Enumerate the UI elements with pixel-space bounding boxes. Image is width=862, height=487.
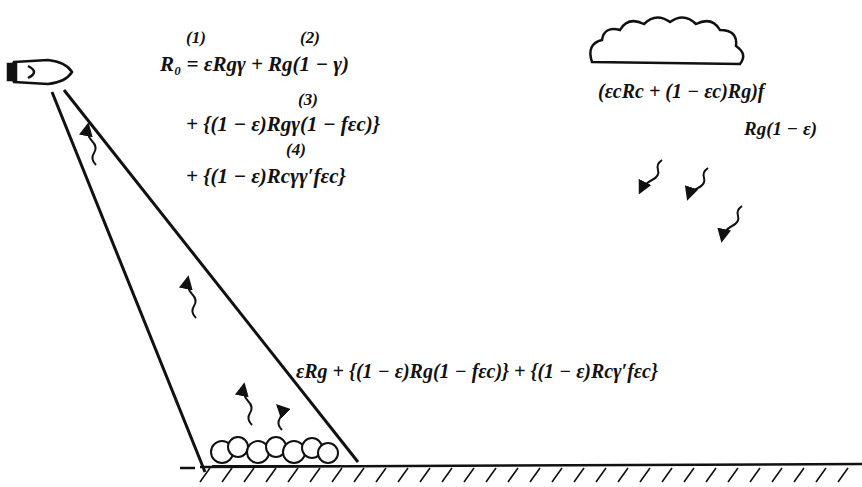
ground-hatch xyxy=(200,468,210,482)
sensor-platform xyxy=(8,60,72,84)
ground-hatch xyxy=(662,468,672,482)
cloud-radiance-label: (εcRc + (1 − εc)Rg)f xyxy=(598,80,765,103)
ground-hatch xyxy=(794,468,804,482)
equation-term: + {(1 − ε)Rgγ(1 − fεc)} xyxy=(186,112,380,137)
ground-hatch xyxy=(772,468,782,482)
ground-hatch xyxy=(574,468,584,482)
ground-hatch xyxy=(310,468,320,482)
ground-hatch xyxy=(332,468,342,482)
ground-hatch xyxy=(750,468,760,482)
ground-hatch xyxy=(552,468,562,482)
callout-number: (1) xyxy=(186,28,206,48)
ground-hatch xyxy=(816,468,826,482)
ground-hatch xyxy=(618,468,628,482)
ground-surface xyxy=(180,464,862,482)
ground-hatch xyxy=(486,468,496,482)
ground-hatch xyxy=(244,468,254,482)
ground-hatch xyxy=(508,468,518,482)
ground-hatch xyxy=(684,468,694,482)
equation-term: R₀ = εRgγ + Rg(1 − γ) xyxy=(160,52,349,77)
ground-hatch xyxy=(464,468,474,482)
equation-term: + {(1 − ε)Rcγγ′fεc} xyxy=(186,164,346,189)
ground-hatch xyxy=(222,468,232,482)
view-cone xyxy=(52,90,358,472)
vegetation xyxy=(211,437,340,466)
callout-number: (4) xyxy=(286,140,306,160)
ground-hatch xyxy=(398,468,408,482)
ground-hatch xyxy=(596,468,606,482)
callout-number: (3) xyxy=(298,90,318,110)
ground-hatch xyxy=(640,468,650,482)
sky-radiance-label: Rg(1 − ε) xyxy=(744,118,817,140)
ground-hatch xyxy=(376,468,386,482)
ground-hatch xyxy=(420,468,430,482)
ground-hatch xyxy=(266,468,276,482)
ground-hatch xyxy=(728,468,738,482)
ground-hatch xyxy=(530,468,540,482)
sky-radiance-arrow xyxy=(640,160,742,240)
ground-hatch xyxy=(838,468,848,482)
ground-hatch xyxy=(706,468,716,482)
cloud xyxy=(590,17,743,64)
ground-hatch xyxy=(442,468,452,482)
callout-number: (2) xyxy=(300,28,320,48)
surface-radiance-label: εRg + {(1 − ε)Rg(1 − fεc)} + {(1 − ε)Rcγ… xyxy=(296,360,658,383)
ground-hatch xyxy=(288,468,298,482)
ground-hatch xyxy=(354,468,364,482)
